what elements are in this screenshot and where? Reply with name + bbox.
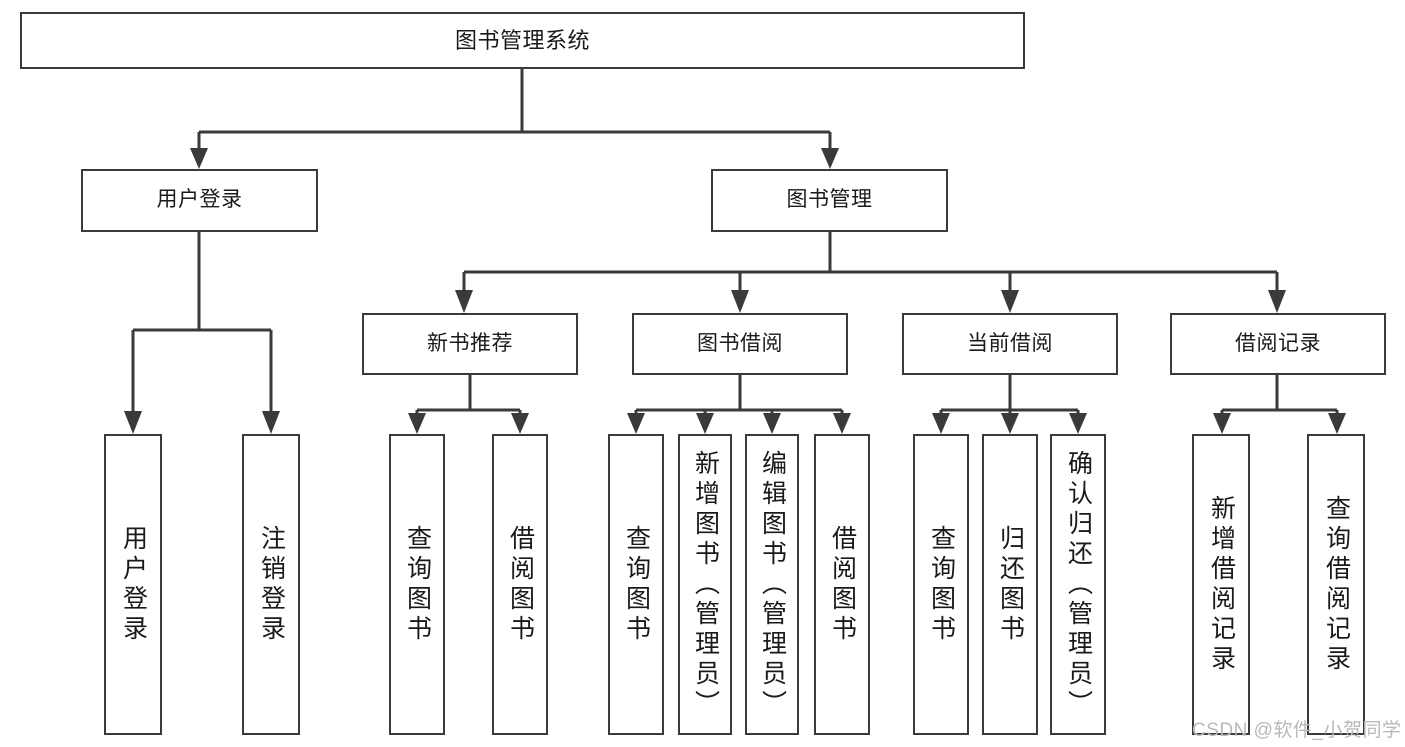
node-leaf-borrow-book-recommend[interactable]: 借阅图书	[492, 434, 548, 735]
node-label: 查询图书	[927, 524, 956, 645]
node-leaf-add-book-admin[interactable]: 新增图书（管理员）	[678, 434, 732, 735]
node-current-borrow[interactable]: 当前借阅	[902, 313, 1118, 375]
csdn-watermark: CSDN @软件_小贺同学	[1192, 720, 1402, 741]
node-leaf-return-book[interactable]: 归还图书	[982, 434, 1038, 735]
node-leaf-query-book-recommend[interactable]: 查询图书	[389, 434, 445, 735]
node-label: 查询借阅记录	[1322, 494, 1351, 675]
node-book-management[interactable]: 图书管理	[711, 169, 948, 232]
node-label: 查询图书	[403, 524, 432, 645]
node-leaf-user-login[interactable]: 用户登录	[104, 434, 162, 735]
node-leaf-logout[interactable]: 注销登录	[242, 434, 300, 735]
node-label: 图书管理	[786, 188, 873, 212]
node-borrow-record[interactable]: 借阅记录	[1170, 313, 1386, 375]
node-label: 图书管理系统	[454, 27, 590, 53]
node-label: 借阅记录	[1235, 331, 1321, 355]
node-label: 确认归还（管理员）	[1064, 449, 1093, 720]
node-label: 用户登录	[156, 188, 243, 212]
node-leaf-query-book-current[interactable]: 查询图书	[913, 434, 969, 735]
node-label: 查询图书	[622, 524, 651, 645]
node-leaf-add-borrow-record[interactable]: 新增借阅记录	[1192, 434, 1250, 735]
node-user-login[interactable]: 用户登录	[81, 169, 318, 232]
node-label: 编辑图书（管理员）	[758, 449, 787, 720]
node-label: 图书借阅	[697, 331, 783, 355]
node-leaf-query-book-borrow[interactable]: 查询图书	[608, 434, 664, 735]
node-label: 新增借阅记录	[1207, 494, 1236, 675]
node-leaf-query-borrow-record[interactable]: 查询借阅记录	[1307, 434, 1365, 735]
node-book-borrow[interactable]: 图书借阅	[632, 313, 848, 375]
node-label: 借阅图书	[506, 524, 535, 645]
node-new-book-recommendation[interactable]: 新书推荐	[362, 313, 578, 375]
node-root-book-management-system[interactable]: 图书管理系统	[20, 12, 1025, 69]
node-label: 新增图书（管理员）	[691, 449, 720, 720]
node-leaf-borrow-book[interactable]: 借阅图书	[814, 434, 870, 735]
node-label: 用户登录	[119, 524, 148, 645]
node-label: 新书推荐	[427, 331, 513, 355]
node-leaf-confirm-return-admin[interactable]: 确认归还（管理员）	[1050, 434, 1106, 735]
node-label: 注销登录	[257, 524, 286, 645]
node-label: 借阅图书	[828, 524, 857, 645]
node-leaf-edit-book-admin[interactable]: 编辑图书（管理员）	[745, 434, 799, 735]
node-label: 当前借阅	[967, 331, 1053, 355]
node-label: 归还图书	[996, 524, 1025, 645]
